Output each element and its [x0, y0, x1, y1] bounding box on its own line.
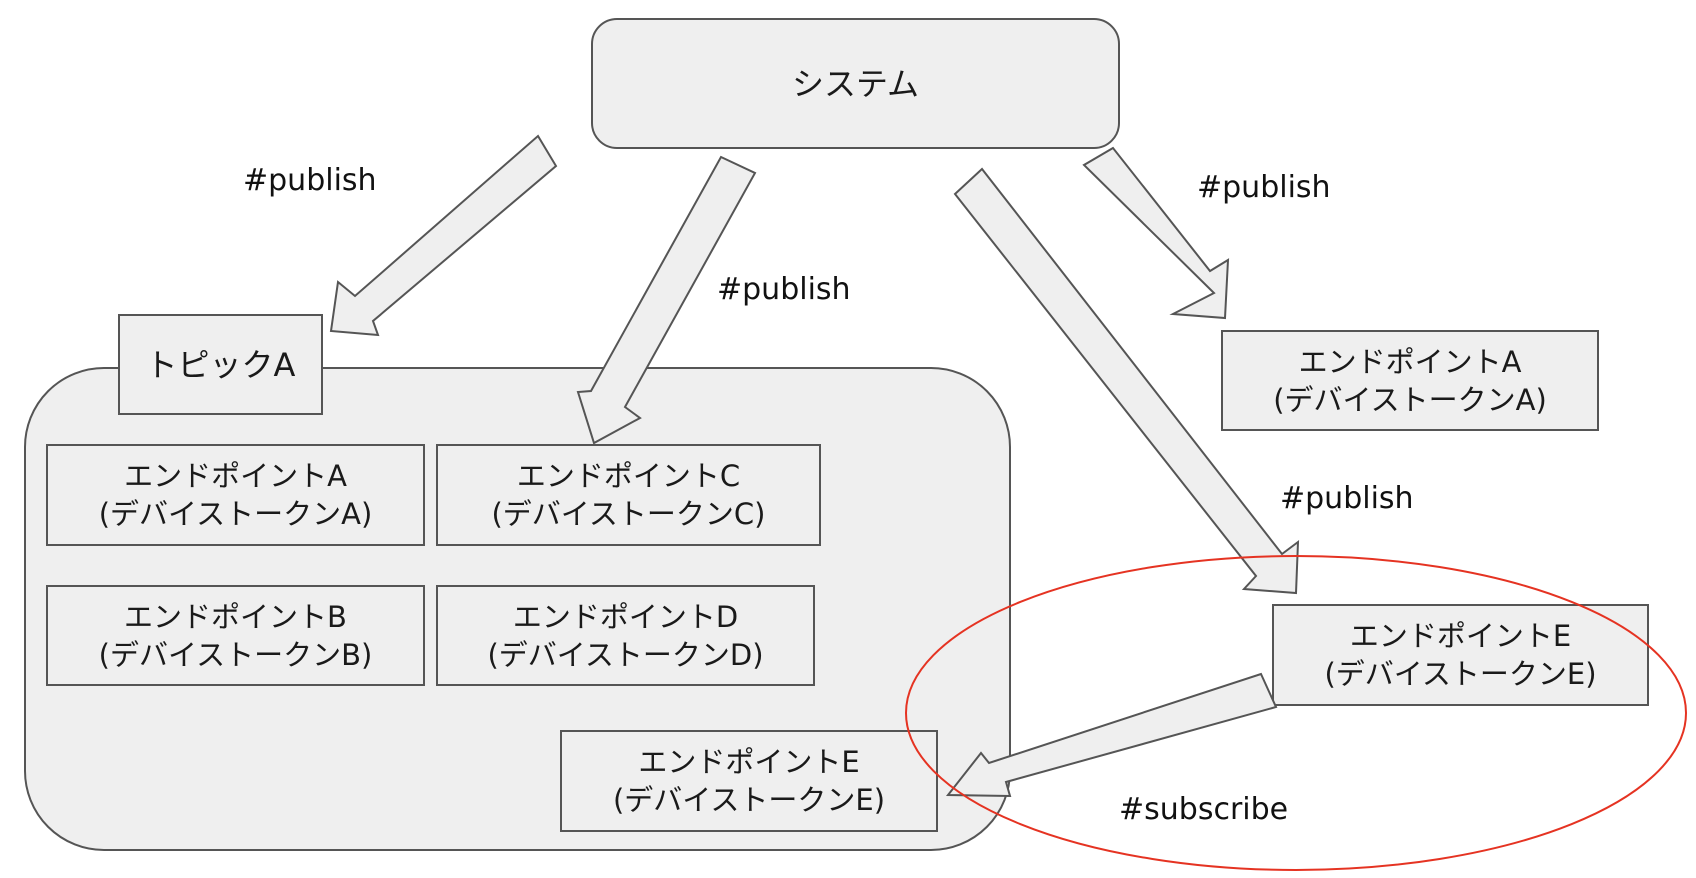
publish-a-label: #publish: [1197, 170, 1331, 205]
publish-topic-label: #publish: [243, 163, 377, 198]
endpoint-c-group-node[interactable]: エンドポイントC (デバイストークンC): [436, 444, 821, 546]
publish-c-label: #publish: [717, 272, 851, 307]
endpoint-name: エンドポイントA: [124, 459, 347, 493]
topic-a-label: トピックA: [145, 345, 296, 384]
endpoint-name: エンドポイントA: [1298, 344, 1522, 379]
publish-e-label: #publish: [1280, 481, 1414, 516]
device-token: (デバイストークンB): [98, 637, 373, 672]
topic-a-node[interactable]: トピックA: [118, 314, 323, 415]
device-token: (デバイストークンE): [1324, 657, 1597, 691]
endpoint-e-group-node[interactable]: エンドポイントE (デバイストークンE): [560, 730, 938, 832]
endpoint-e-direct-node[interactable]: エンドポイントE (デバイストークンE): [1272, 604, 1649, 706]
endpoint-a-direct-node[interactable]: エンドポイントA (デバイストークンA): [1221, 330, 1599, 431]
device-token: (デバイストークンA): [98, 497, 373, 531]
device-token: (デバイストークンE): [612, 783, 886, 817]
system-label: システム: [791, 64, 920, 103]
subscribe-label: #subscribe: [1119, 792, 1289, 827]
endpoint-b-group-node[interactable]: エンドポイントB (デバイストークンB): [46, 585, 425, 686]
endpoint-name: エンドポイントD: [512, 599, 739, 634]
device-token: (デバイストークンC): [491, 497, 766, 531]
device-token: (デバイストークンA): [1273, 382, 1547, 417]
system-node[interactable]: システム: [591, 18, 1120, 149]
device-token: (デバイストークンD): [487, 637, 764, 672]
endpoint-d-group-node[interactable]: エンドポイントD (デバイストークンD): [436, 585, 815, 686]
endpoint-name: エンドポイントB: [124, 599, 347, 634]
endpoint-name: エンドポイントE: [638, 745, 860, 779]
endpoint-a-group-node[interactable]: エンドポイントA (デバイストークンA): [46, 444, 425, 546]
endpoint-name: エンドポイントC: [516, 459, 741, 493]
endpoint-name: エンドポイントE: [1349, 619, 1572, 653]
